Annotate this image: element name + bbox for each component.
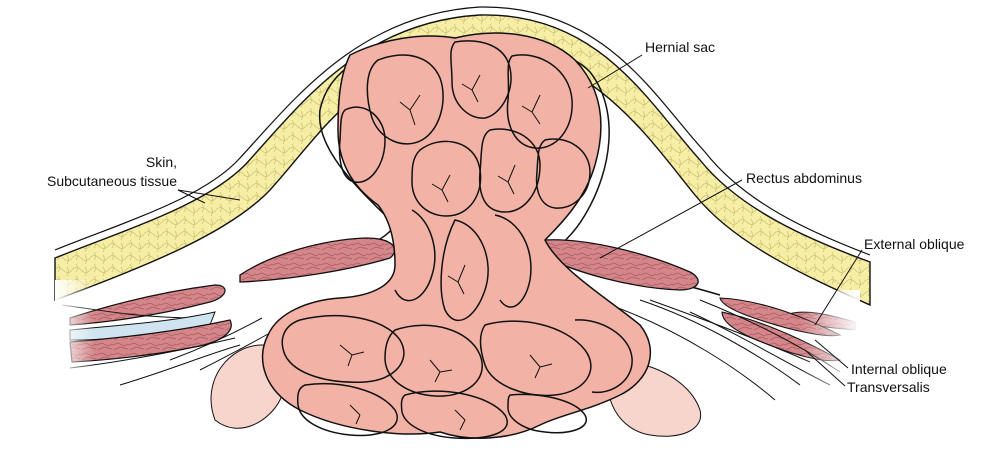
label-internal-oblique: Internal oblique [851,361,947,377]
label-external-oblique: External oblique [864,236,965,252]
label-hernial-sac: Hernial sac [645,39,715,55]
label-rectus-abdominus: Rectus abdominus [746,170,862,186]
label-transversalis: Transversalis [847,379,930,395]
label-skin: Skin, [146,154,177,170]
label-subcutaneous-tissue: Subcutaneous tissue [47,173,177,189]
